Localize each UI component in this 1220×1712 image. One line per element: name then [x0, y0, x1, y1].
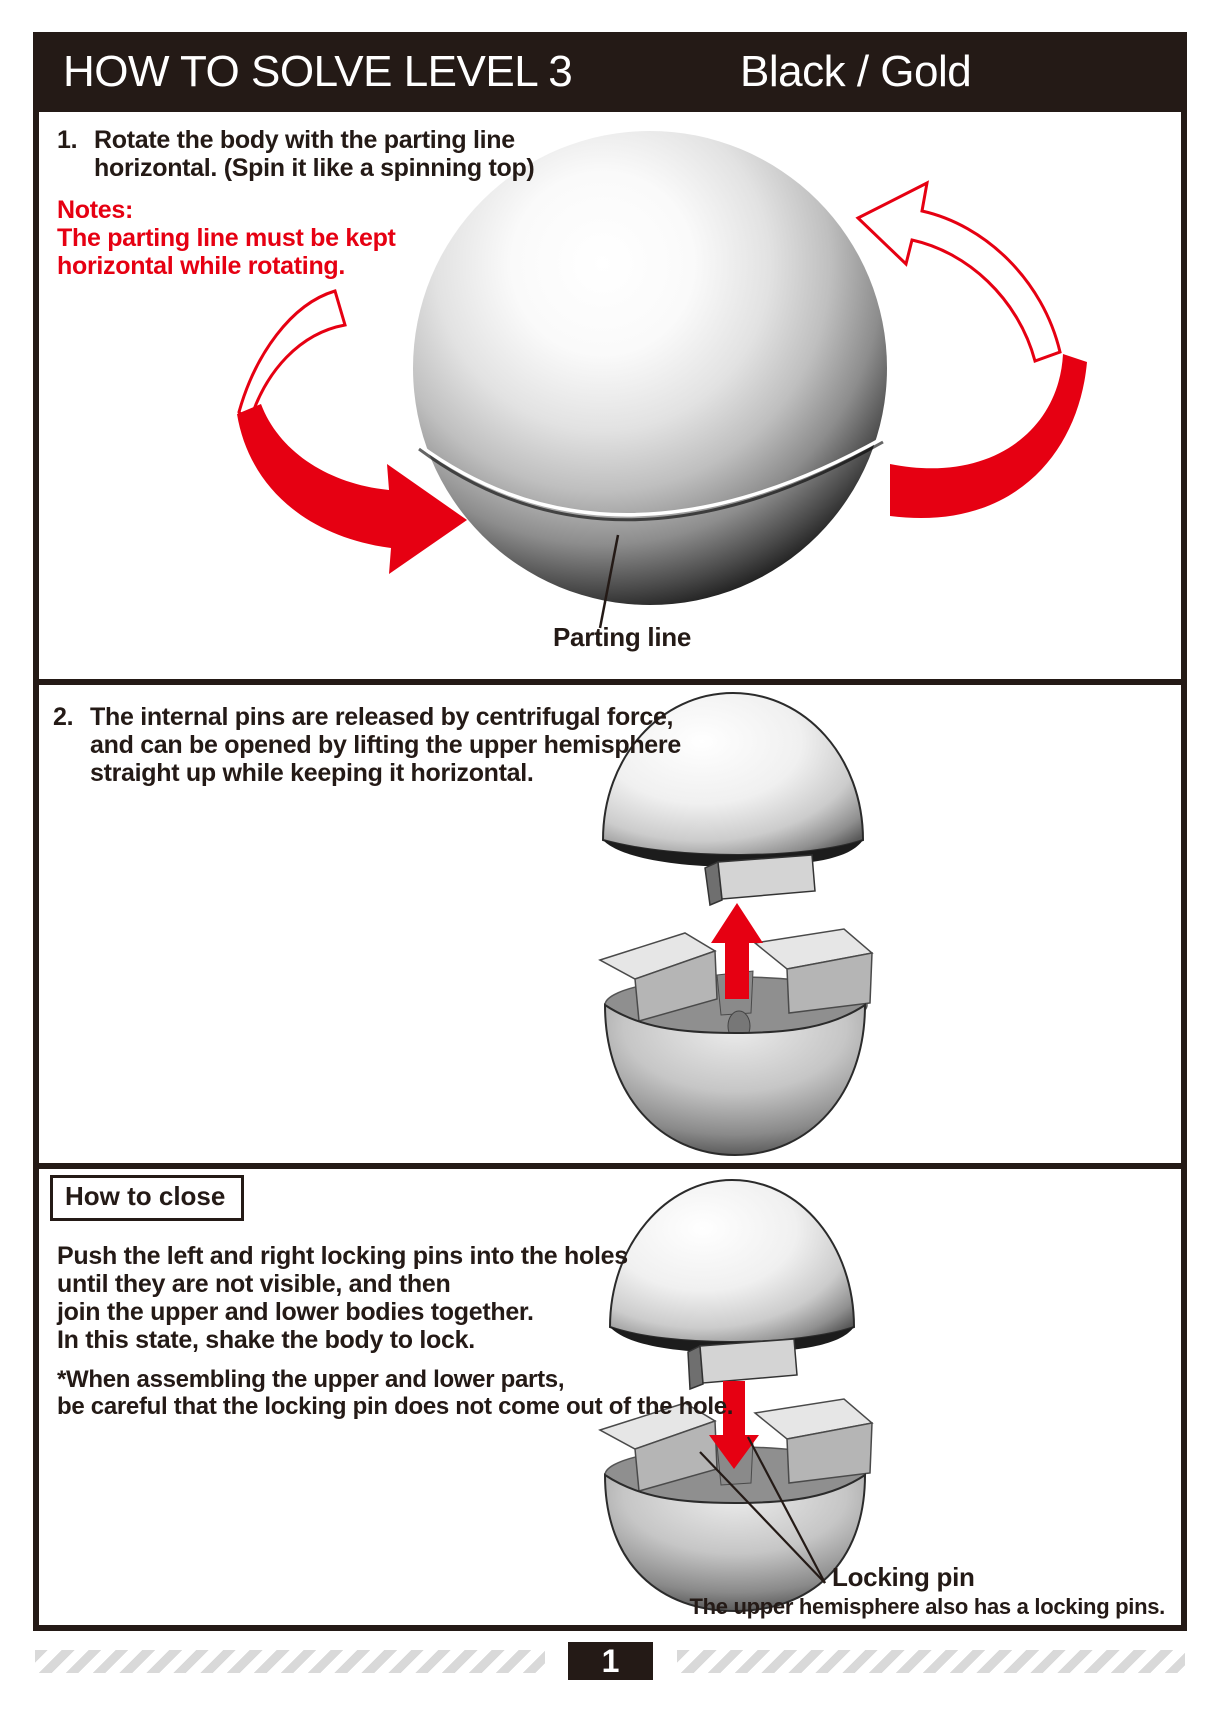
step2-number: 2.: [53, 703, 74, 731]
parting-line-shadow: [418, 440, 884, 522]
locking-pin-label: Locking pin: [832, 1562, 975, 1592]
step2-section: 2. The internal pins are released by cen…: [33, 679, 1187, 1169]
push-down-arrow-icon: [709, 1381, 759, 1469]
rotate-arrow-right-icon: [855, 180, 1087, 519]
close-instructions: Push the left and right locking pins int…: [57, 1242, 628, 1354]
notes-text: Notes: The parting line must be kept hor…: [57, 196, 396, 280]
step2-lines: The internal pins are released by centri…: [90, 703, 681, 787]
footer-stripe-right: [677, 1650, 1185, 1673]
step1-text: 1. Rotate the body with the parting line…: [57, 126, 535, 182]
open-illustration: [598, 691, 874, 1157]
puzzle-sphere: [413, 131, 887, 605]
step1-number: 1.: [57, 126, 78, 154]
parting-line: [417, 436, 884, 517]
step1-lines: Rotate the body with the parting line ho…: [94, 126, 535, 182]
page-number: 1: [601, 1642, 620, 1679]
upper-hemisphere-illustration: [608, 1178, 856, 1391]
upper-locking-pin: [687, 1338, 798, 1391]
step2-text: 2. The internal pins are released by cen…: [53, 703, 681, 787]
parting-line-callout: [598, 534, 620, 629]
step1-section: 1. Rotate the body with the parting line…: [33, 112, 1187, 685]
edition-label: Black / Gold: [740, 47, 972, 96]
upper-locking-pin: [704, 854, 816, 907]
upper-pin-note: The upper hemisphere also has a locking …: [689, 1594, 1165, 1619]
rotate-arrow-left-icon: [237, 289, 467, 574]
spin-illustration: [237, 131, 1087, 629]
parting-line-label: Parting line: [553, 622, 691, 652]
header-bar: HOW TO SOLVE LEVEL 3 Black / Gold: [33, 32, 1187, 112]
page-title: HOW TO SOLVE LEVEL 3: [63, 47, 573, 96]
close-section: How to close Push the left and right loc…: [33, 1163, 1187, 1631]
lower-hemisphere-illustration: [598, 928, 874, 1157]
how-to-close-box: How to close: [50, 1175, 245, 1221]
footer-stripe-left: [35, 1650, 545, 1673]
upper-hemisphere-illustration: [601, 691, 865, 907]
lift-up-arrow-icon: [711, 903, 763, 999]
close-illustration: [598, 1178, 874, 1613]
locking-pin-callout: [699, 1436, 826, 1584]
page-number-box: 1: [568, 1642, 653, 1680]
assembly-note: *When assembling the upper and lower par…: [57, 1366, 734, 1420]
